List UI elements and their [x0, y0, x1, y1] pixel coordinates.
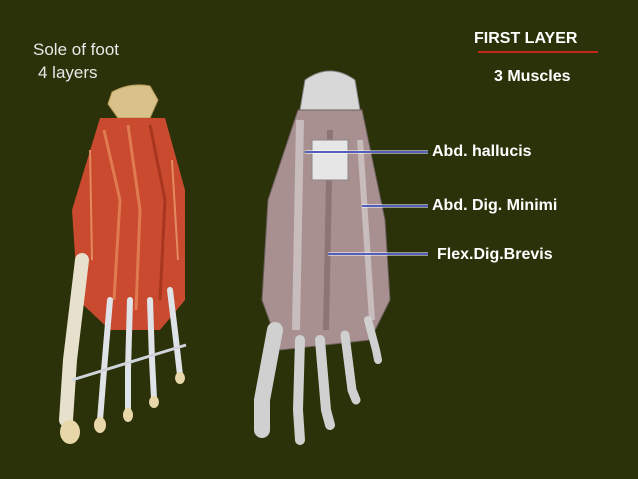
layer-title: FIRST LAYER — [474, 30, 578, 47]
label-abd-hallucis: Abd. hallucis — [432, 143, 532, 160]
muscle-count: 3 Muscles — [494, 68, 571, 85]
label-abd-dig-minimi: Abd. Dig. Minimi — [432, 197, 558, 214]
title-underline — [478, 51, 598, 53]
label-flex-dig-brevis: Flex.Dig.Brevis — [437, 246, 553, 263]
slide-subtitle-line2: 4 layers — [38, 63, 98, 82]
slide-subtitle-line1: Sole of foot — [33, 40, 120, 59]
